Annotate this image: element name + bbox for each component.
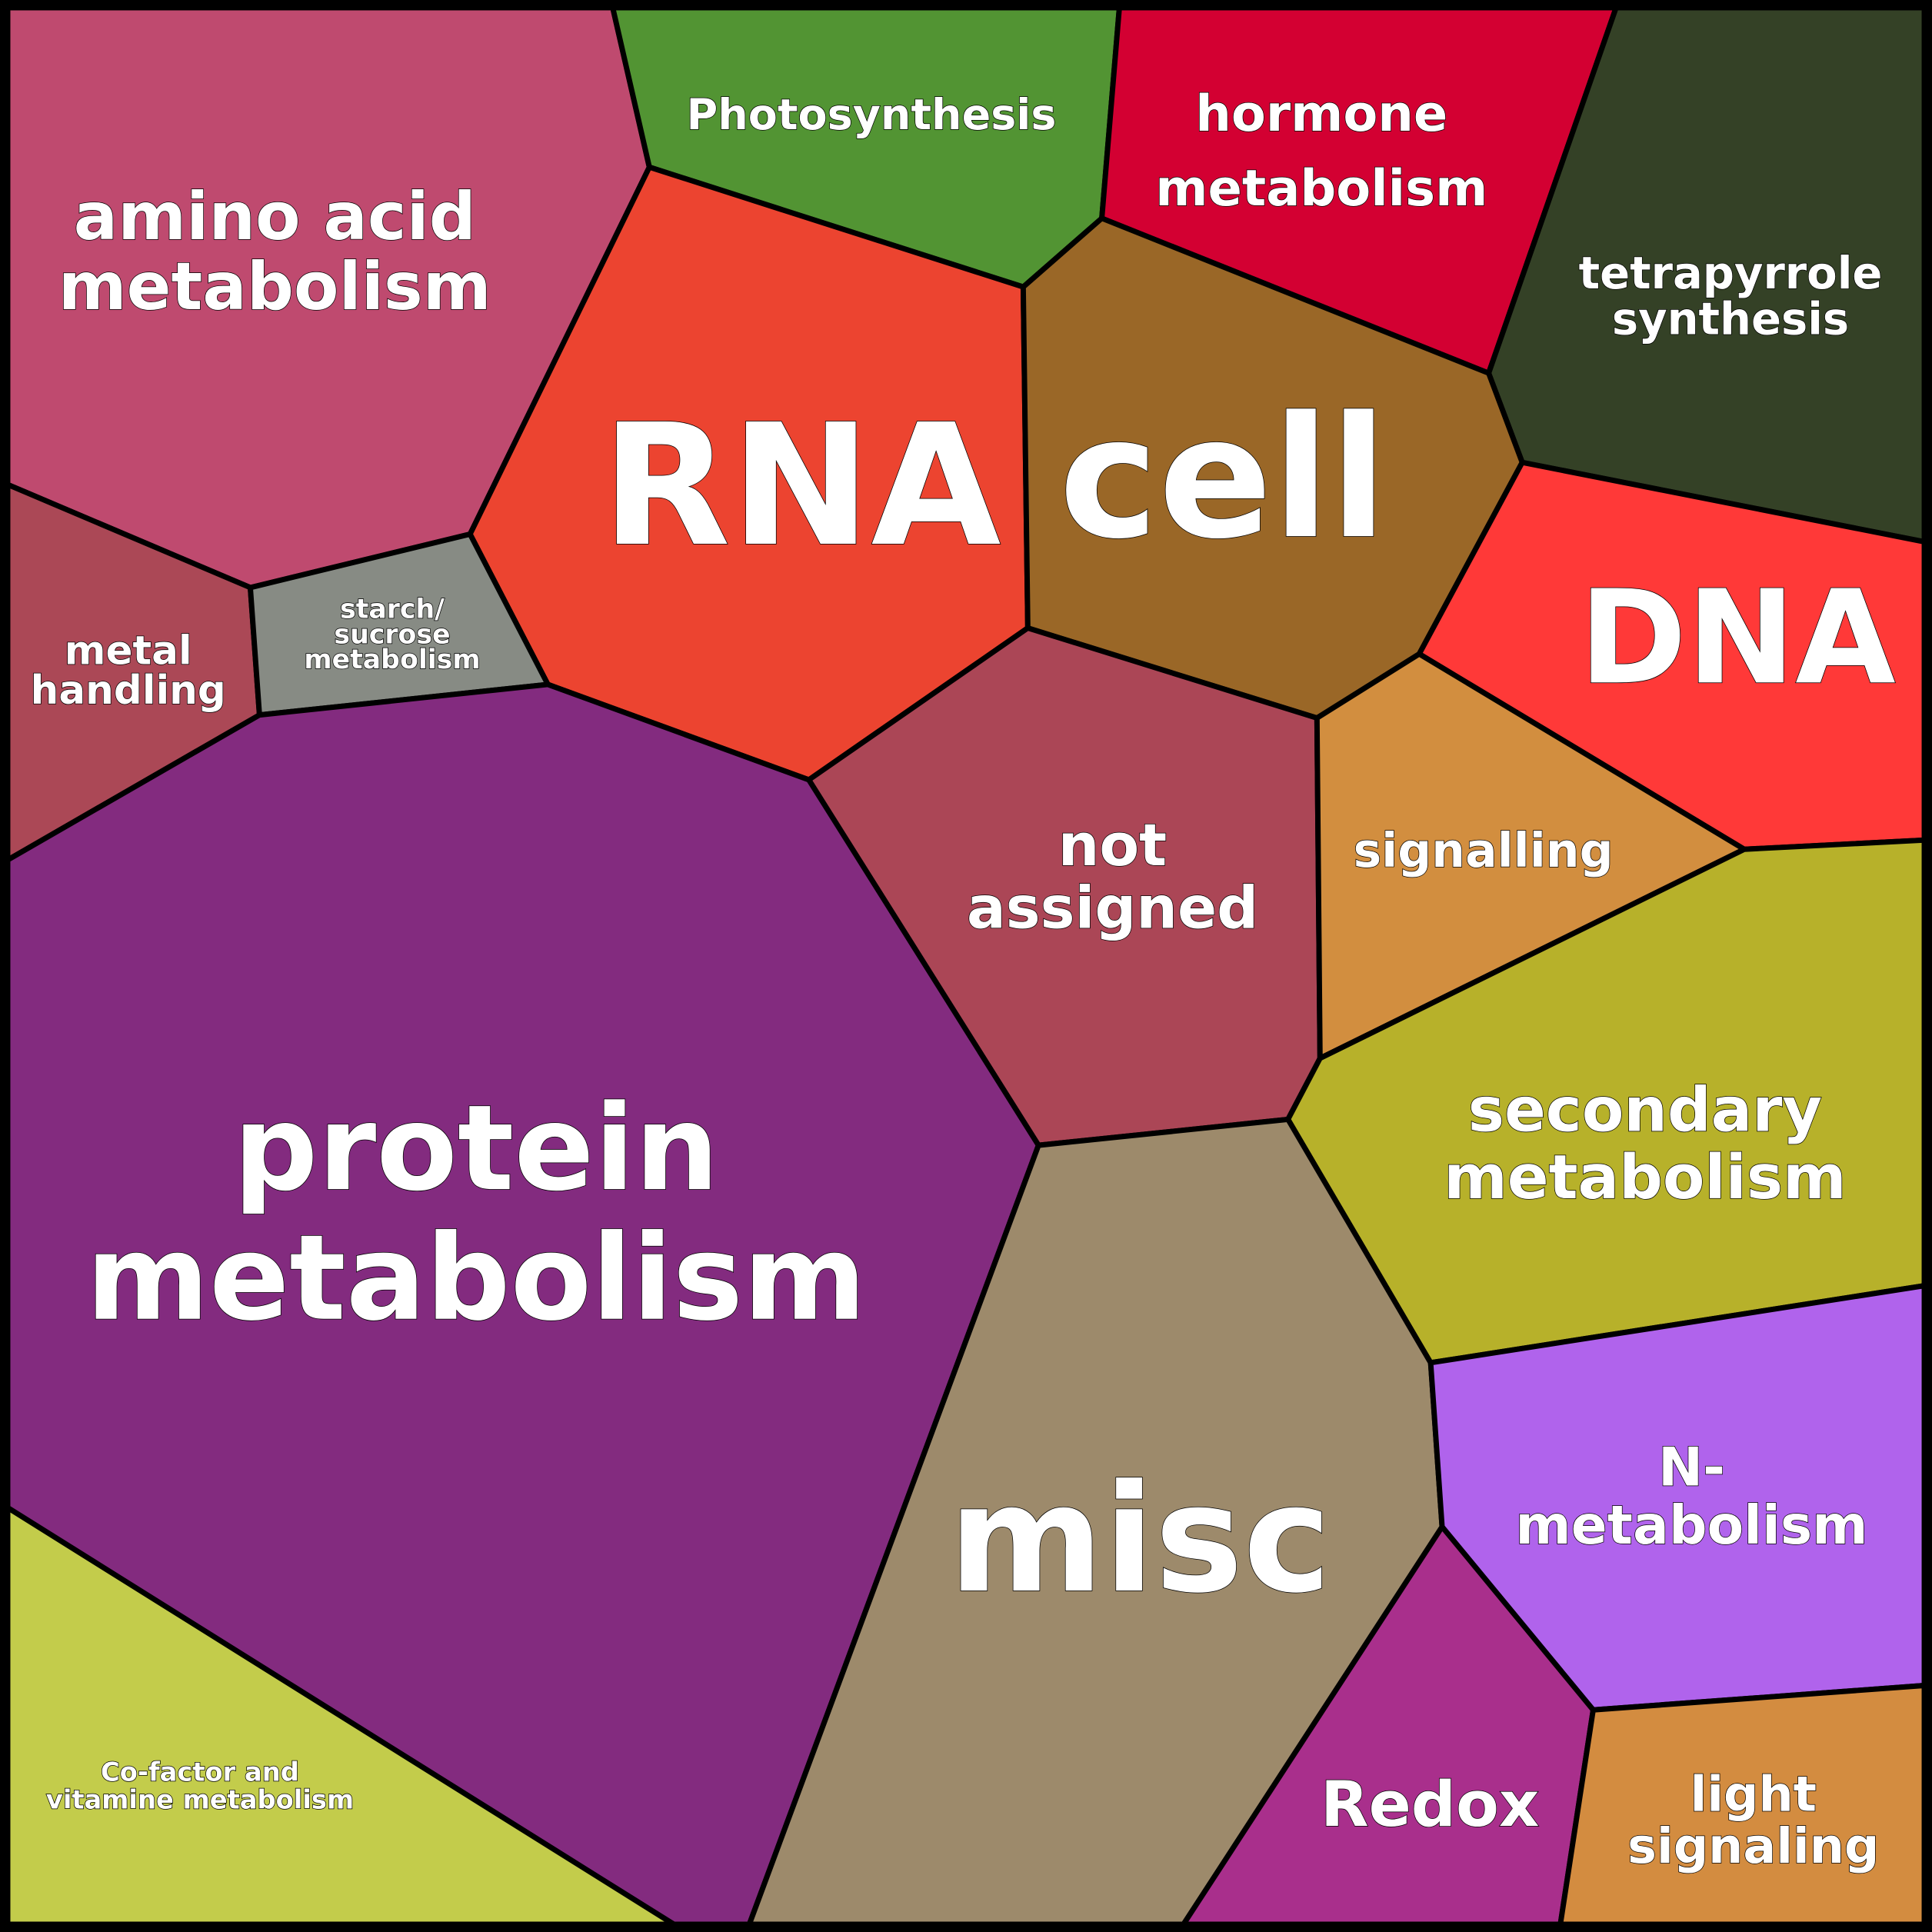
label-line: cell [1059, 381, 1387, 576]
label-line: metabolism [1444, 1141, 1847, 1212]
label-line: tetrapyrrole [1579, 248, 1883, 299]
label-line: RNA [601, 388, 1001, 584]
label-redox: Redox [1321, 1768, 1539, 1841]
label-line: metabolism [1515, 1495, 1867, 1557]
cell-light-signaling [1557, 1683, 1927, 1927]
label-line: hormone [1195, 85, 1447, 143]
label-misc: misc [948, 1452, 1331, 1626]
label-rna: RNA [601, 388, 1001, 584]
label-line: not [1058, 811, 1167, 879]
label-line: protein [233, 1080, 718, 1217]
label-line: misc [948, 1452, 1331, 1626]
label-line: starch/ [340, 595, 445, 625]
label-line: metabolism [1155, 159, 1487, 218]
label-line: N- [1658, 1437, 1725, 1499]
cell-cofactor-vitamine-metabolism [5, 1504, 677, 1927]
label-line: metal [65, 628, 192, 674]
label-line: synthesis [1612, 293, 1849, 345]
label-line: Co-factor and [101, 1757, 299, 1787]
label-signalling: signalling [1354, 823, 1614, 878]
label-line: secondary [1468, 1074, 1822, 1145]
label-photosynthesis: Photosynthesis [687, 89, 1057, 139]
label-line: assigned [967, 874, 1258, 942]
label-line: amino acid [74, 178, 476, 255]
label-line: metabolism [86, 1209, 867, 1347]
label-line: signalling [1354, 823, 1614, 878]
label-line: Photosynthesis [687, 89, 1057, 139]
label-line: vitamine metabolism [46, 1784, 354, 1814]
label-dna: DNA [1579, 561, 1896, 713]
label-line: DNA [1579, 561, 1896, 713]
label-line: metabolism [304, 645, 480, 675]
label-line: sucrose [334, 619, 450, 650]
label-hormone-metabolism: hormone metabolism [1155, 85, 1487, 218]
label-line: signaling [1627, 1817, 1879, 1874]
label-line: handling [31, 668, 226, 714]
label-line: Redox [1321, 1768, 1539, 1841]
label-line: metabolism [58, 249, 491, 325]
label-cell: cell [1059, 381, 1387, 576]
label-line: light [1690, 1765, 1817, 1822]
label-n-metabolism: N-metabolism [1515, 1437, 1867, 1557]
